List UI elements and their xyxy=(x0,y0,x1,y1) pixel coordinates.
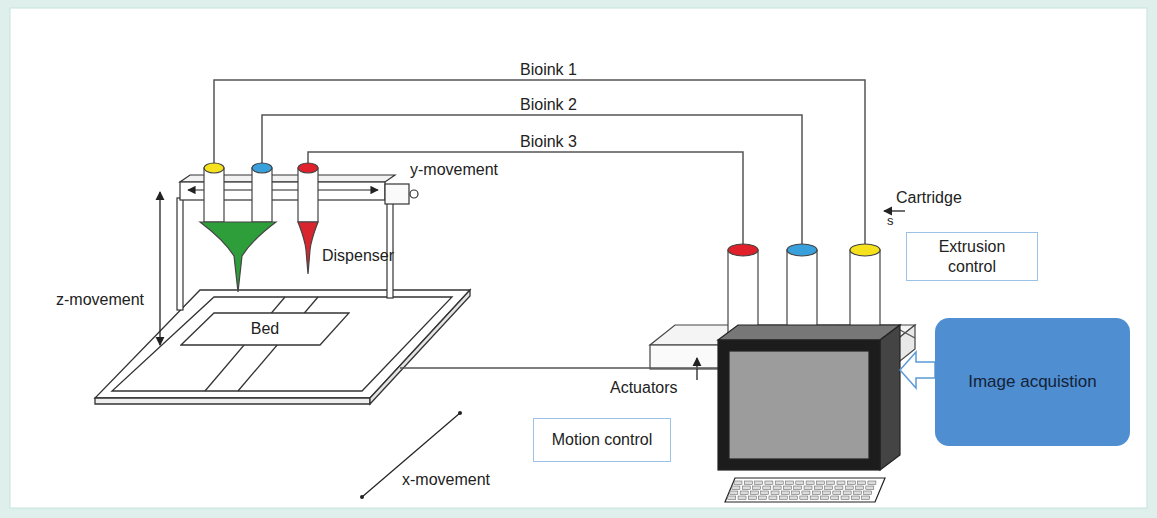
node-text: Motion control xyxy=(552,430,653,449)
key xyxy=(753,486,761,490)
dispensers xyxy=(200,163,318,292)
key xyxy=(769,496,777,500)
key xyxy=(750,491,758,495)
key xyxy=(734,481,742,485)
key xyxy=(781,491,789,495)
bed-plate: Bed xyxy=(180,312,350,346)
key xyxy=(866,486,874,490)
part-label: s xyxy=(887,213,894,229)
key xyxy=(800,496,808,500)
key xyxy=(845,486,853,490)
key xyxy=(812,491,820,495)
key xyxy=(810,496,818,500)
tube-label: Bioink 2 xyxy=(520,95,577,114)
x-axis-dot xyxy=(458,411,462,415)
key xyxy=(728,496,736,500)
key xyxy=(837,481,845,485)
key xyxy=(814,486,822,490)
key xyxy=(744,481,752,485)
key xyxy=(833,491,841,495)
key xyxy=(755,481,763,485)
key xyxy=(843,491,851,495)
axis-label: z-movement xyxy=(56,290,144,309)
panel xyxy=(10,8,1147,508)
key xyxy=(732,486,740,490)
key xyxy=(806,481,814,485)
key xyxy=(856,486,864,490)
key xyxy=(847,481,855,485)
key xyxy=(796,481,804,485)
key xyxy=(759,496,767,500)
key xyxy=(763,486,771,490)
key xyxy=(738,496,746,500)
part-label: Actuators xyxy=(610,378,678,397)
key xyxy=(773,486,781,490)
axis-label: x-movement xyxy=(402,470,490,489)
key xyxy=(779,496,787,500)
key xyxy=(864,491,872,495)
actuator-pointer xyxy=(696,358,697,380)
key xyxy=(820,496,828,500)
key xyxy=(792,491,800,495)
key xyxy=(827,481,835,485)
key xyxy=(804,486,812,490)
key xyxy=(802,491,810,495)
key xyxy=(835,486,843,490)
cartridge-pointer xyxy=(884,210,905,211)
z-axis-arrow xyxy=(159,192,160,345)
tube-label: Bioink 3 xyxy=(520,132,577,151)
key xyxy=(771,491,779,495)
key xyxy=(841,496,849,500)
key xyxy=(858,481,866,485)
key xyxy=(730,491,738,495)
key xyxy=(823,491,831,495)
base-tray xyxy=(95,290,470,404)
control-box: Motion control xyxy=(533,418,671,462)
key xyxy=(816,481,824,485)
key xyxy=(790,496,798,500)
computer xyxy=(718,325,900,502)
hollow-arrow xyxy=(900,352,935,388)
image-acquisition-box: Image acquistion xyxy=(935,318,1130,446)
axis-label: y-movement xyxy=(410,160,498,179)
key xyxy=(761,491,769,495)
key xyxy=(748,496,756,500)
node-text: Bed xyxy=(251,319,279,338)
key xyxy=(742,486,750,490)
key xyxy=(862,496,870,500)
key xyxy=(868,481,876,485)
key xyxy=(831,496,839,500)
key xyxy=(825,486,833,490)
tube-label: Bioink 1 xyxy=(520,60,577,79)
control-box: Extrusion control xyxy=(906,232,1038,281)
x-axis-dot xyxy=(360,495,364,499)
key xyxy=(794,486,802,490)
node-text: Extrusion control xyxy=(915,237,1029,275)
key xyxy=(853,491,861,495)
extrusion-wire xyxy=(900,330,915,338)
part-label: Dispenser xyxy=(322,246,394,265)
key xyxy=(765,481,773,485)
node-text: Image acquistion xyxy=(968,372,1097,392)
part-label: Cartridge xyxy=(896,188,962,207)
key xyxy=(851,496,859,500)
key xyxy=(775,481,783,485)
key xyxy=(786,481,794,485)
bed-shape xyxy=(181,313,349,345)
key xyxy=(740,491,748,495)
motion-wire xyxy=(400,367,718,368)
key xyxy=(783,486,791,490)
